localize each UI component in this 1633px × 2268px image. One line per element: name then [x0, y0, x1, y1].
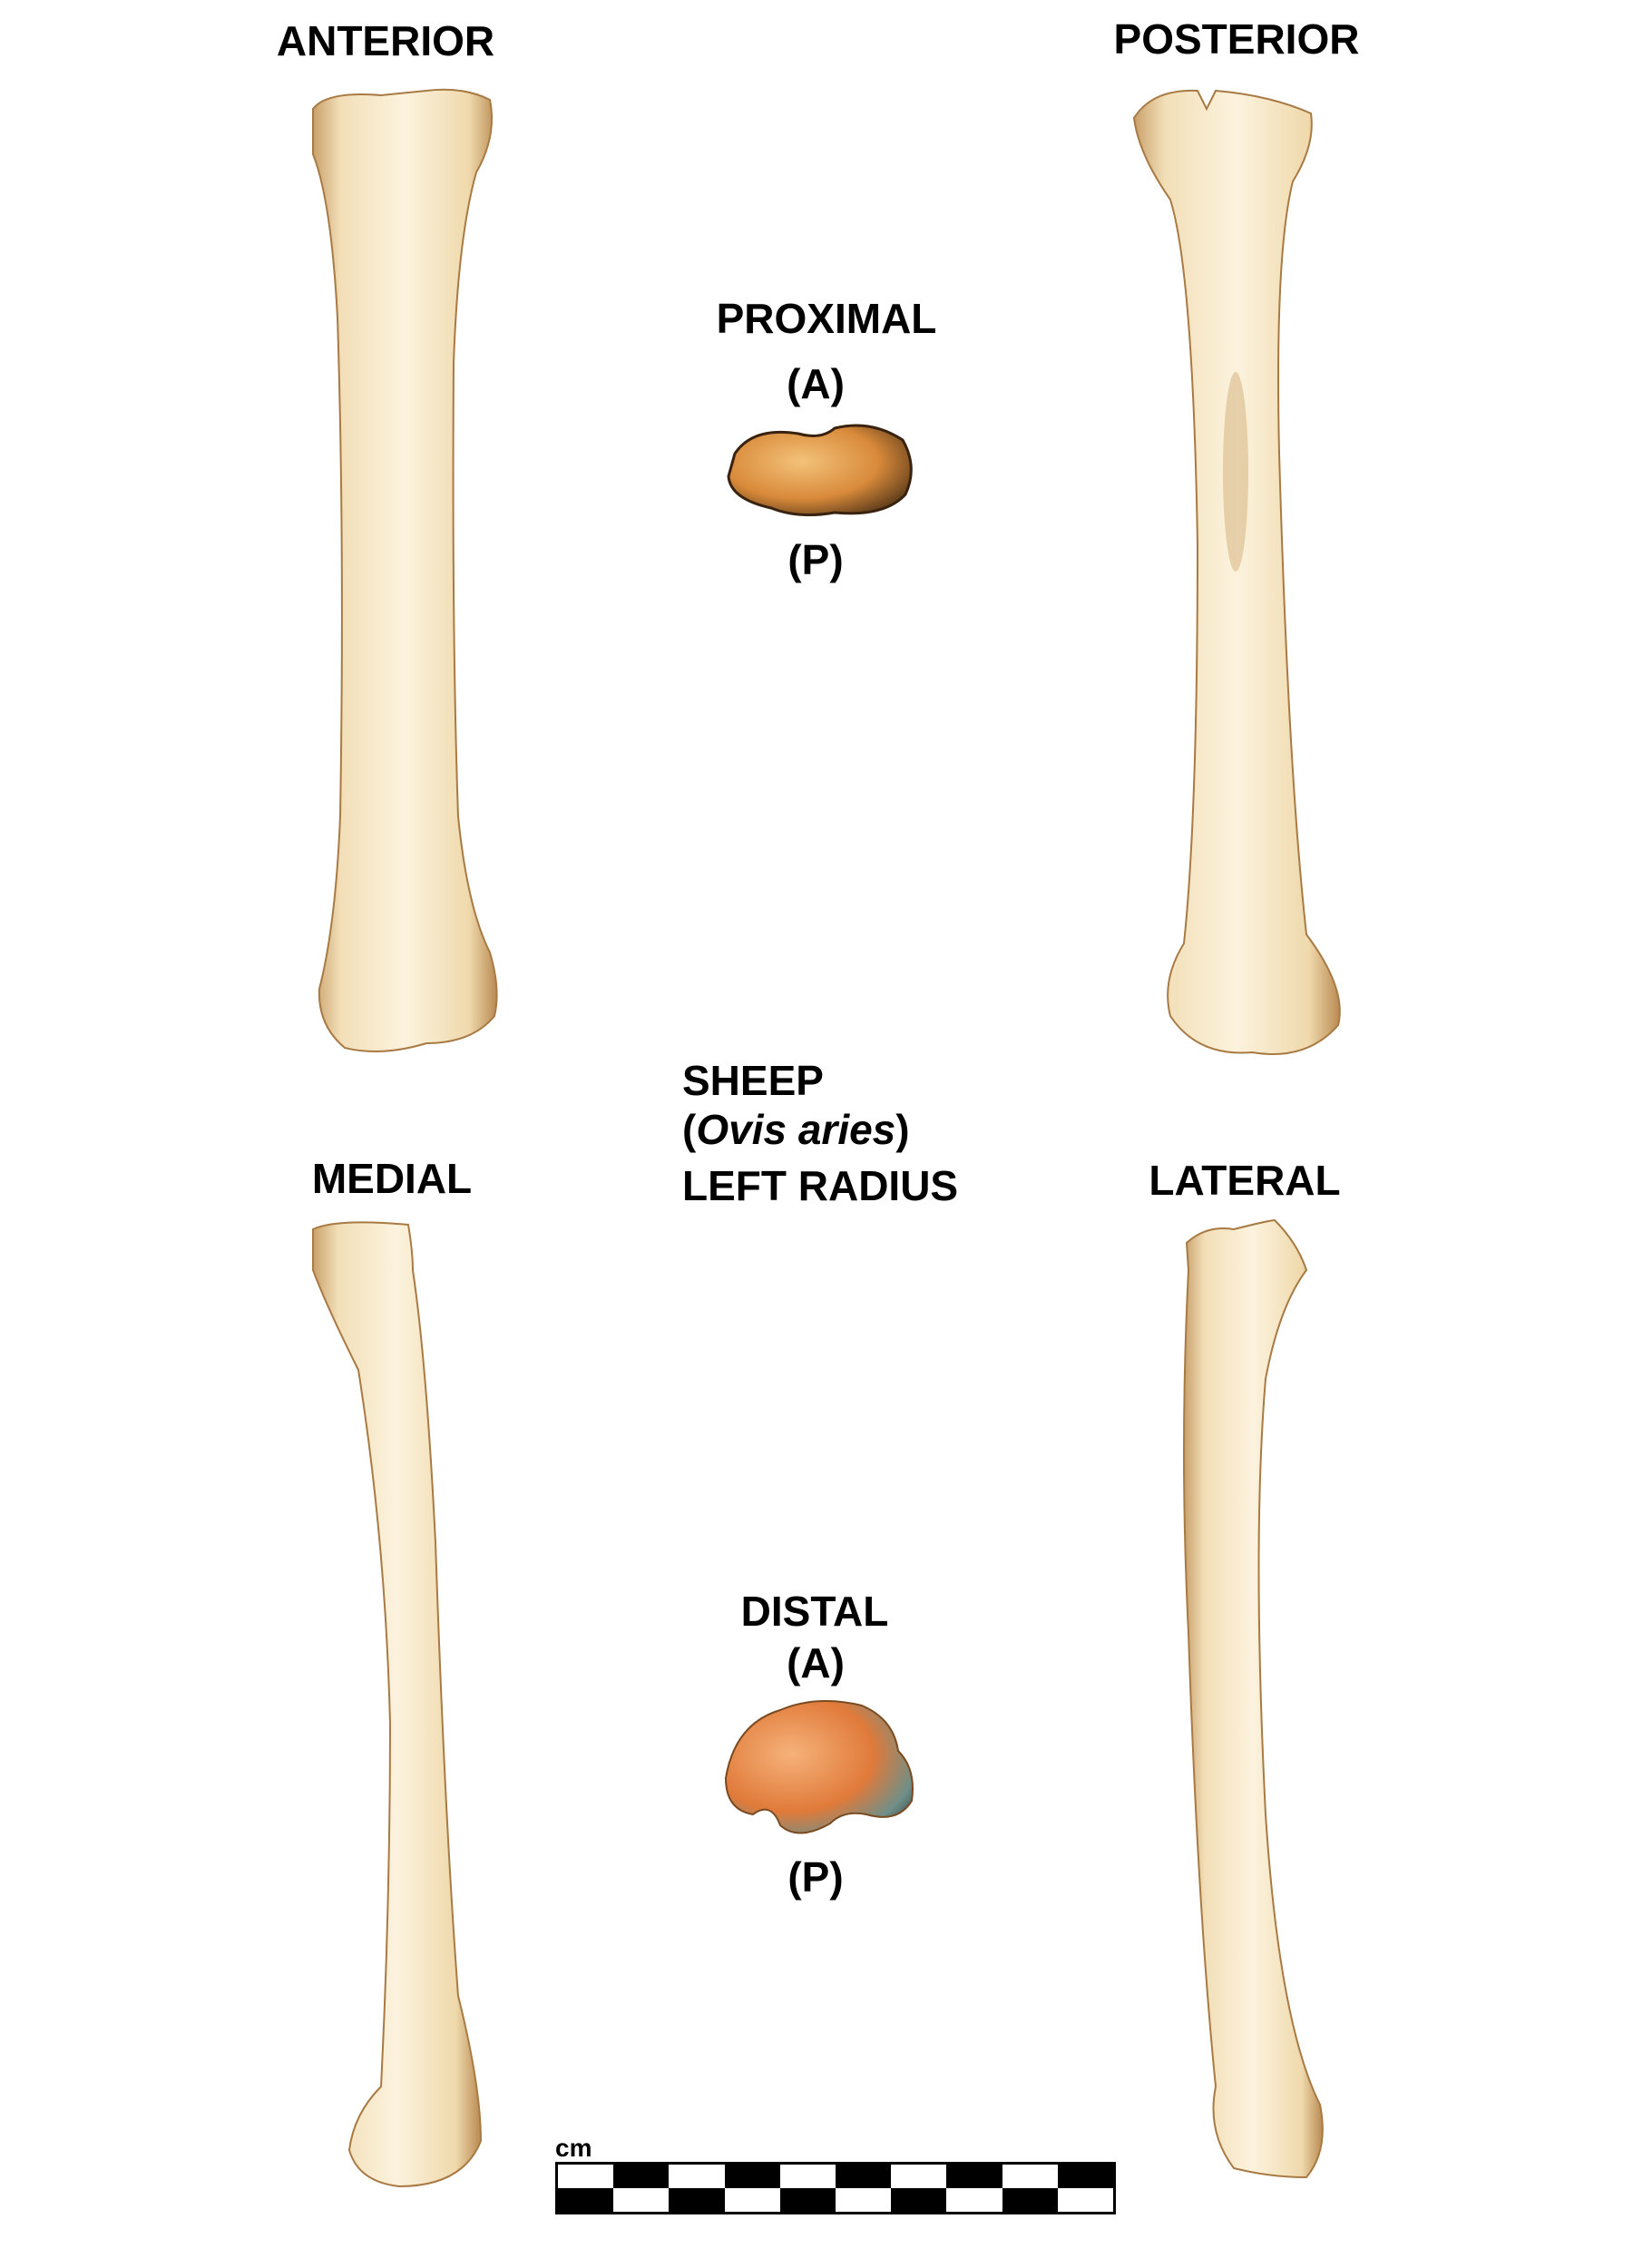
distal-anterior-marker: (A)	[787, 1639, 845, 1686]
scientific-name-italic: Ovis aries	[696, 1106, 896, 1153]
posterior-view-bone	[1132, 89, 1341, 1055]
scale-bar-unit: cm	[555, 2134, 592, 2162]
scale-bar-segment	[1002, 2188, 1058, 2212]
distal-articular-surface	[724, 1700, 914, 1834]
distal-posterior-marker: (P)	[787, 1853, 844, 1901]
scale-bar-segment	[724, 2165, 780, 2188]
scale-bar-segment	[779, 2165, 836, 2188]
view-label-lateral: LATERAL	[1149, 1157, 1341, 1204]
scale-bar-segment	[1057, 2188, 1113, 2212]
scale-bar-segment	[946, 2165, 1002, 2188]
scale-bar-segment	[891, 2165, 947, 2188]
scale-bar-segment	[613, 2165, 670, 2188]
scale-bar-segment	[836, 2188, 892, 2212]
scale-bar-segment	[779, 2188, 836, 2212]
species-common-name: SHEEP	[682, 1057, 824, 1104]
proximal-posterior-marker: (P)	[787, 536, 844, 583]
lateral-view-bone	[1183, 1218, 1324, 2179]
scale-bar-segment	[558, 2188, 614, 2212]
view-label-proximal: PROXIMAL	[716, 295, 937, 342]
anterior-view-bone	[312, 88, 498, 1052]
species-scientific-name: (Ovis aries)	[682, 1109, 910, 1150]
scale-bar-segment	[946, 2188, 1002, 2212]
scale-bar-segment	[1057, 2165, 1113, 2188]
proximal-anterior-marker: (A)	[787, 360, 845, 407]
scale-bar-segment	[613, 2188, 670, 2212]
posterior-shaft-groove	[1223, 372, 1248, 572]
scale-bar-segment	[891, 2188, 947, 2212]
paren-open: (	[682, 1106, 697, 1153]
proximal-articular-surface	[727, 424, 913, 517]
view-label-anterior: ANTERIOR	[276, 17, 495, 64]
element-name: LEFT RADIUS	[682, 1162, 959, 1209]
scale-bar-segment	[1002, 2165, 1058, 2188]
scale-bar	[555, 2162, 1116, 2214]
medial-view-bone	[312, 1221, 483, 2188]
view-label-distal: DISTAL	[740, 1588, 889, 1635]
scale-bar-segment	[836, 2165, 892, 2188]
view-label-medial: MEDIAL	[311, 1155, 473, 1202]
scale-bar-segment	[724, 2188, 780, 2212]
view-label-posterior: POSTERIOR	[1113, 15, 1360, 63]
paren-close: )	[895, 1106, 910, 1153]
scale-bar-segment	[669, 2165, 725, 2188]
scale-bar-segment	[669, 2188, 725, 2212]
scale-bar-segment	[558, 2165, 614, 2188]
